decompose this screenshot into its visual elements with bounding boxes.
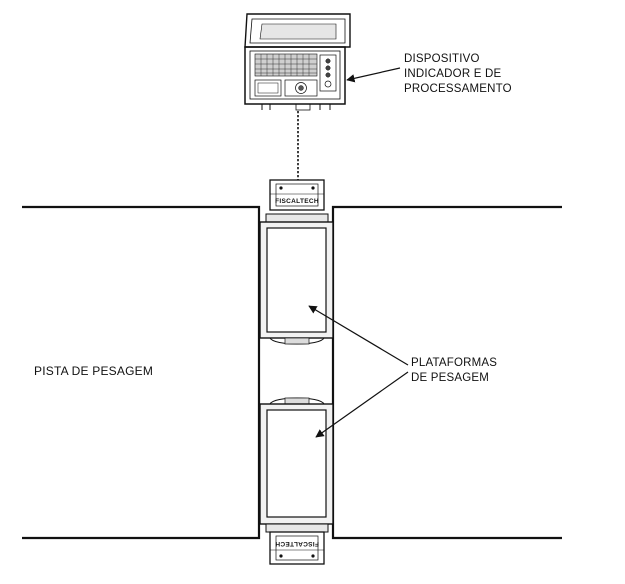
- platforms-label-line-2: DE PESAGEM: [411, 372, 490, 384]
- weighing-platform-1: [259, 221, 334, 345]
- platforms-label: PLATAFORMAS DE PESAGEM: [411, 356, 497, 386]
- track-label: PISTA DE PESAGEM: [34, 364, 154, 378]
- device-label-line-3: PROCESSAMENTO: [404, 83, 512, 95]
- track-right-outline: [331, 205, 562, 540]
- device-label-line-1: DISPOSITIVO: [404, 53, 480, 65]
- laptop-case-icon: [244, 13, 351, 111]
- arrow-to-platform-1: [308, 305, 409, 366]
- platform-connector-bottom: [265, 523, 329, 565]
- arrow-to-device: [346, 67, 401, 83]
- brand-label-bottom: FISCALTECH: [275, 540, 319, 547]
- arrow-to-platform-2: [315, 371, 409, 438]
- weighing-track: [22, 205, 562, 540]
- device-label: DISPOSITIVO INDICADOR E DE PROCESSAMENTO: [404, 52, 512, 97]
- arrow-icon: [308, 67, 409, 438]
- device-label-line-2: INDICADOR E DE: [404, 68, 502, 80]
- track-left-outline: [22, 205, 261, 540]
- indicator-device: [244, 13, 351, 111]
- platforms-label-line-1: PLATAFORMAS: [411, 357, 498, 369]
- weighing-platform-2: [259, 397, 334, 525]
- brand-label-top: FISCALTECH: [275, 198, 319, 205]
